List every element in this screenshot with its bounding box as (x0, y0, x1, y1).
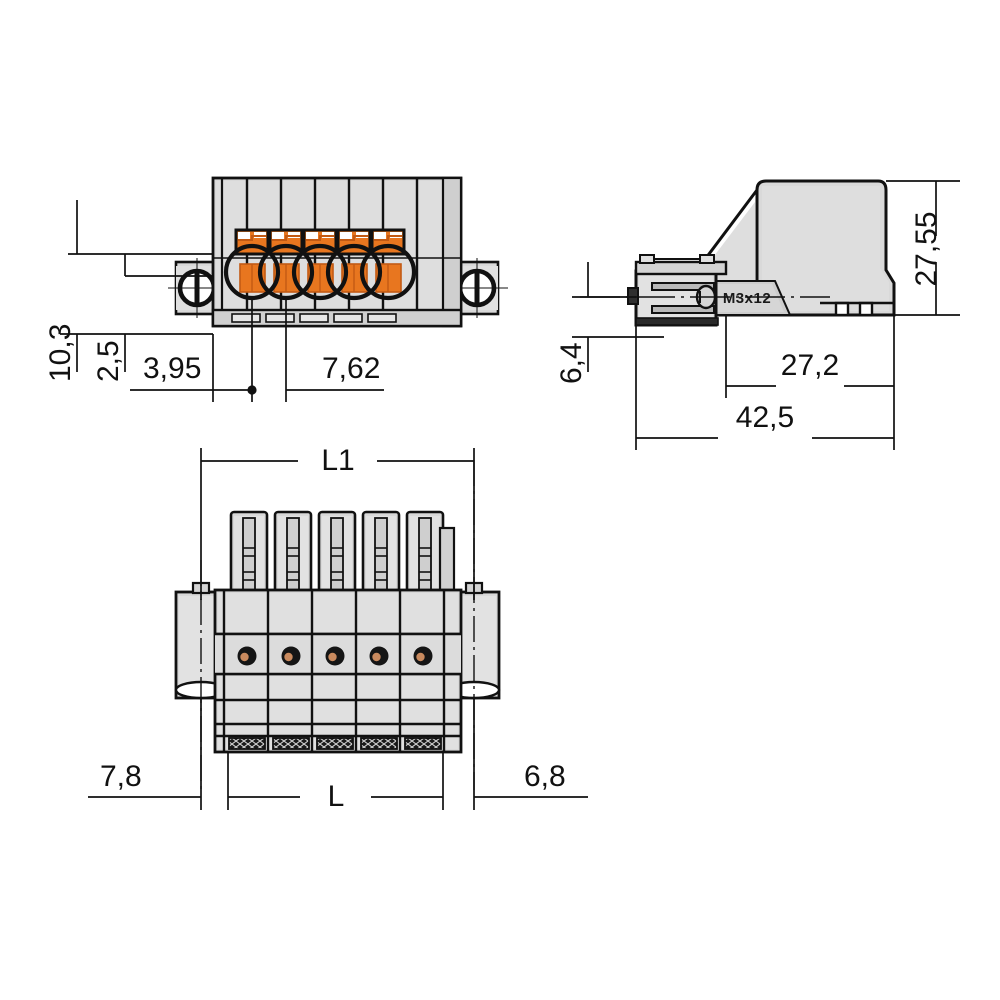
dimension-27-2-label: 27,2 (781, 349, 839, 382)
side-plug-body (627, 254, 728, 327)
bottom-slots (228, 737, 442, 750)
thread-spec-label: M3x12 (723, 290, 771, 307)
dimension-L-label: L (328, 780, 345, 813)
dimension-27-2: 27,2 (725, 315, 895, 398)
bottom-view: L1 L 7,8 6,8 (88, 444, 588, 813)
bottom-housing (213, 588, 463, 754)
dimension-L1: L1 (200, 444, 475, 600)
front-wire-openings (223, 243, 417, 301)
dimension-L1-label: L1 (321, 444, 354, 477)
dimension-7-8-label: 7,8 (100, 760, 142, 793)
dimension-27-55-label: 27,55 (910, 211, 943, 286)
dimension-6-8: 6,8 (473, 698, 588, 810)
bottom-contact-dots (237, 646, 433, 666)
dimension-L: L (227, 752, 444, 813)
dimension-42-5-label: 42,5 (736, 401, 794, 434)
bottom-dimensions: L1 L 7,8 6,8 (88, 444, 588, 813)
dimension-3-95-label: 3,95 (143, 352, 201, 385)
front-housing (211, 176, 463, 328)
dimension-10-3-label: 10,3 (44, 324, 77, 382)
front-left-flange (168, 258, 228, 318)
bottom-actuators (229, 510, 456, 601)
dimension-3-95: 3,95 (130, 300, 257, 402)
front-orange-clamps (234, 228, 406, 256)
dimension-6-4: 6,4 (555, 262, 664, 384)
dimension-6-8-label: 6,8 (524, 760, 566, 793)
dimension-7-62-label: 7,62 (322, 352, 380, 385)
dimension-42-5: 42,5 (635, 325, 895, 450)
datum-point (247, 385, 257, 395)
front-dimensions: 10,3 2,5 3,95 7,62 (44, 200, 384, 402)
dimension-2-5-label: 2,5 (92, 340, 125, 382)
front-view: 10,3 2,5 3,95 7,62 (44, 176, 508, 402)
dimension-7-8: 7,8 (88, 698, 202, 810)
dimension-10-3: 10,3 (44, 200, 213, 382)
dimension-6-4-label: 6,4 (555, 342, 588, 384)
dimension-2-5: 2,5 (92, 254, 213, 382)
side-thread-plate: M3x12 (699, 280, 792, 316)
side-view: M3x12 (555, 179, 960, 450)
front-bottom-band (211, 308, 463, 328)
side-dimensions: 27,55 6,4 27,2 (555, 180, 960, 450)
dimension-27-55: 27,55 (886, 180, 960, 316)
dimension-7-62: 7,62 (285, 300, 384, 402)
